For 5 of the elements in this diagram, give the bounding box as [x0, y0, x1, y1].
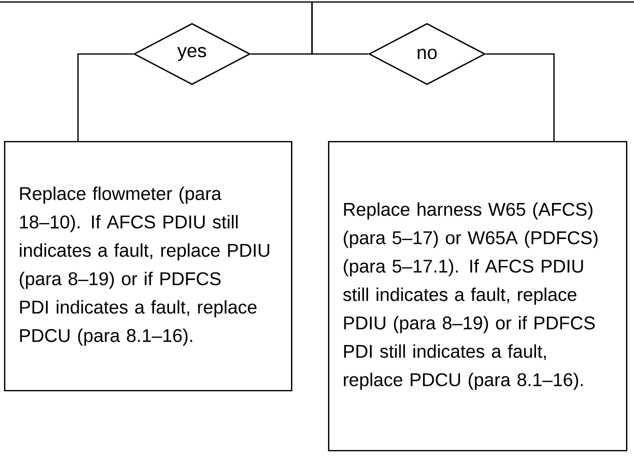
connector-line: [311, 2, 368, 55]
connector-line: [77, 53, 134, 141]
action-box: Replace flowmeter (para 18–10). If AFCS PDIU still indicates a fault, replace PDIU (para 8–19) or if PDFCS PDI indicates a fault, replace PDCU (para 8.1–16).: [4, 141, 292, 392]
action-box: Replace harness W65 (AFCS) (para 5–17) or W65A (PDFCS) (para 5–17.1). If AFCS PDIU still indicates a fault, replace PDIU (para 8–19) or if PDFCS PDI still indicates a fault, replace PDCU (para 8.1–16).: [328, 141, 628, 452]
connector-line: [486, 53, 555, 141]
